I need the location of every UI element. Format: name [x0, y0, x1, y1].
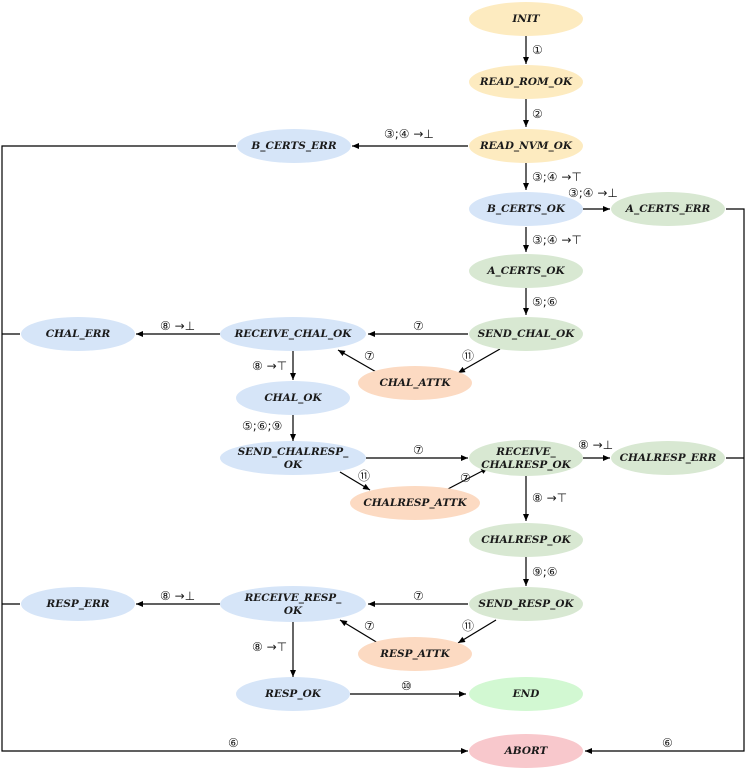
node-chal-err: CHAL_ERR: [21, 317, 135, 351]
svg-text:RECEIVE_RESP_: RECEIVE_RESP_: [244, 592, 343, 605]
edge-left-rail-abort: [1, 145, 468, 754]
label-chalattk-recvchal: ⑦: [364, 349, 375, 363]
svg-text:B_CERTS_ERR: B_CERTS_ERR: [250, 140, 336, 153]
svg-text:ABORT: ABORT: [504, 745, 549, 757]
node-read-nvm-ok: READ_NVM_OK: [469, 129, 583, 163]
svg-text:CHALRESP_ERR: CHALRESP_ERR: [620, 452, 717, 465]
label-sendchal-chalattk: ⑪: [462, 349, 474, 363]
label-recvresp-resperr: ⑧ →⊥: [160, 589, 195, 603]
svg-text:CHAL_ATTK: CHAL_ATTK: [379, 377, 451, 390]
edge-respattk-recvresp: [339, 619, 379, 644]
node-send-chalresp-ok: SEND_CHALRESP_ OK: [220, 441, 366, 475]
label-respok-end: ⑩: [401, 679, 412, 693]
node-resp-ok: RESP_OK: [236, 677, 350, 711]
edge-sendchalresp-chalrespattk: [339, 471, 371, 491]
node-chalresp-err: CHALRESP_ERR: [611, 441, 725, 475]
node-resp-err: RESP_ERR: [21, 587, 135, 621]
svg-text:SEND_RESP_OK: SEND_RESP_OK: [478, 598, 574, 611]
node-init: INIT: [469, 2, 583, 36]
svg-text:RECEIVE_: RECEIVE_: [495, 446, 556, 459]
edge-labels: ① ② ③;④ →⊥ ③;④ →⊤ ③;④ →⊥ ③;④ →⊤ ⑤;⑥ ⑧ →⊥…: [160, 43, 673, 750]
label-sendresp-recvresp: ⑦: [413, 589, 424, 603]
node-receive-chal-ok: RECEIVE_CHAL_OK: [220, 317, 366, 351]
svg-text:CHAL_OK: CHAL_OK: [264, 392, 322, 405]
label-chalrespattk-recvchalresp: ⑦: [460, 471, 471, 485]
label-left-abort: ⑥: [228, 736, 239, 750]
node-a-certs-err: A_CERTS_ERR: [611, 192, 725, 226]
label-nvm-bcertserr: ③;④ →⊥: [384, 127, 434, 141]
label-recvresp-respok: ⑧ →⊤: [252, 640, 287, 654]
svg-text:OK: OK: [284, 459, 303, 471]
label-nvm-bcertsok: ③;④ →⊤: [532, 170, 582, 184]
label-chalok-sendchalresp: ⑤;⑥;⑨: [242, 419, 282, 433]
node-receive-chalresp-ok: RECEIVE_ CHALRESP_OK: [469, 440, 583, 476]
svg-text:CHALRESP_ATTK: CHALRESP_ATTK: [363, 497, 467, 510]
label-sendchalresp-recvchalresp: ⑦: [413, 443, 424, 457]
svg-text:RESP_OK: RESP_OK: [264, 688, 322, 701]
label-respattk-recvresp: ⑦: [364, 619, 375, 633]
label-recvchal-chalerr: ⑧ →⊥: [160, 319, 195, 333]
node-chalresp-attk: CHALRESP_ATTK: [350, 486, 480, 520]
label-sendchal-recvchal: ⑦: [413, 319, 424, 333]
node-chal-attk: CHAL_ATTK: [358, 366, 472, 400]
label-acertsok-sendchal: ⑤;⑥: [532, 295, 558, 309]
svg-text:INIT: INIT: [511, 13, 540, 25]
svg-text:RESP_ATTK: RESP_ATTK: [379, 648, 450, 661]
edge-chalattk-recvchal: [337, 349, 379, 374]
node-b-certs-err: B_CERTS_ERR: [237, 129, 351, 163]
svg-text:CHAL_ERR: CHAL_ERR: [46, 328, 111, 341]
edge-sendresp-respattk: [457, 619, 497, 644]
svg-text:READ_NVM_OK: READ_NVM_OK: [479, 140, 573, 153]
svg-text:SEND_CHALRESP_: SEND_CHALRESP_: [238, 446, 350, 459]
node-a-certs-ok: A_CERTS_OK: [469, 254, 583, 288]
label-chalrespok-sendresp: ⑨;⑥: [532, 565, 558, 579]
svg-text:A_CERTS_ERR: A_CERTS_ERR: [625, 203, 711, 216]
node-end: END: [469, 677, 583, 711]
node-read-rom-ok: READ_ROM_OK: [469, 65, 583, 99]
node-send-chal-ok: SEND_CHAL_OK: [469, 317, 583, 351]
label-sendresp-respattk: ⑪: [462, 619, 474, 633]
edges: [1, 36, 745, 754]
svg-text:CHALRESP_OK: CHALRESP_OK: [481, 459, 571, 472]
nodes: INIT READ_ROM_OK READ_NVM_OK B_CERTS_ERR…: [21, 2, 725, 768]
label-right-abort: ⑥: [662, 736, 673, 750]
node-resp-attk: RESP_ATTK: [358, 637, 472, 671]
svg-text:SEND_CHAL_OK: SEND_CHAL_OK: [478, 328, 576, 341]
label-init-rom: ①: [532, 43, 543, 57]
svg-text:RESP_ERR: RESP_ERR: [46, 598, 110, 611]
node-abort: ABORT: [469, 734, 583, 768]
edge-sendchal-chalattk: [457, 348, 501, 374]
label-sendchalresp-chalrespattk: ⑪: [358, 469, 370, 483]
svg-text:A_CERTS_OK: A_CERTS_OK: [486, 265, 565, 278]
node-chal-ok: CHAL_OK: [236, 381, 350, 415]
edge-right-rail-abort: [585, 208, 745, 754]
svg-text:READ_ROM_OK: READ_ROM_OK: [479, 76, 573, 89]
node-send-resp-ok: SEND_RESP_OK: [469, 587, 583, 621]
label-recvchal-chalok: ⑧ →⊤: [252, 359, 287, 373]
label-bcertsok-acertsok: ③;④ →⊤: [532, 233, 582, 247]
label-recvchalresp-chalresperr: ⑧ →⊥: [578, 438, 613, 452]
svg-text:CHALRESP_OK: CHALRESP_OK: [481, 534, 571, 547]
edge-chalrespattk-recvchalresp: [445, 467, 489, 491]
label-recvchalresp-chalrespok: ⑧ →⊤: [532, 491, 567, 505]
svg-text:OK: OK: [284, 605, 303, 617]
node-b-certs-ok: B_CERTS_OK: [469, 192, 583, 226]
svg-text:RECEIVE_CHAL_OK: RECEIVE_CHAL_OK: [234, 328, 353, 341]
svg-text:B_CERTS_OK: B_CERTS_OK: [486, 203, 566, 216]
node-chalresp-ok: CHALRESP_OK: [469, 523, 583, 557]
label-rom-nvm: ②: [532, 107, 543, 121]
label-bcertsok-acertserr: ③;④ →⊥: [568, 186, 618, 200]
node-receive-resp-ok: RECEIVE_RESP_ OK: [220, 586, 366, 622]
svg-text:END: END: [512, 688, 541, 700]
